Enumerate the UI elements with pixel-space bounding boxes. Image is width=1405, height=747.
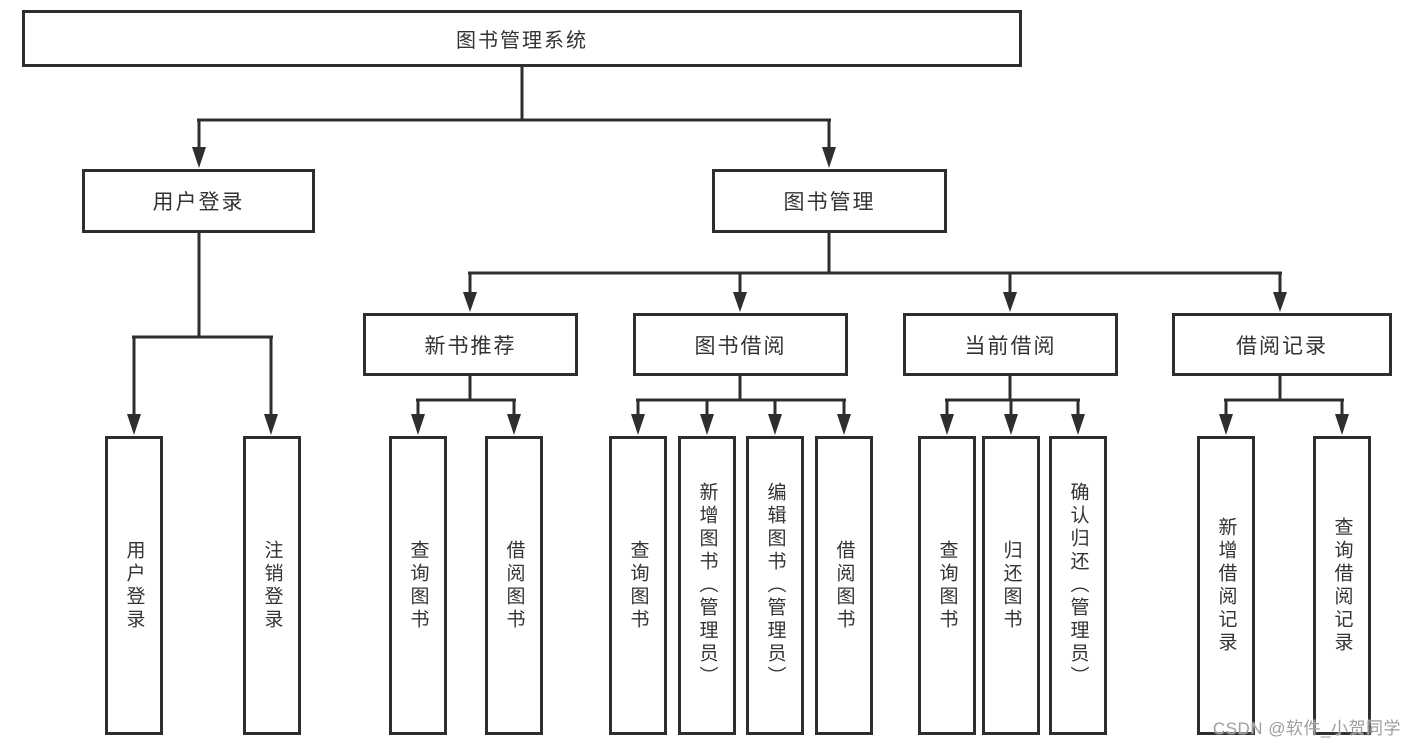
leaf-query-book-recommend: 查询图书 bbox=[389, 436, 447, 735]
leaf-confirm-return-admin: 确认归还（管理员） bbox=[1049, 436, 1107, 735]
csdn-watermark: CSDN @软件_小贺同学 bbox=[1212, 719, 1401, 738]
leaf-edit-book-admin: 编辑图书（管理员） bbox=[746, 436, 804, 735]
leaf-borrow-book-recommend: 借阅图书 bbox=[485, 436, 543, 735]
leaf-add-borrow-record: 新增借阅记录 bbox=[1197, 436, 1255, 735]
leaf-borrow-book-borrowing: 借阅图书 bbox=[815, 436, 873, 735]
leaf-add-book-admin: 新增图书（管理员） bbox=[678, 436, 736, 735]
node-borrow-records: 借阅记录 bbox=[1172, 313, 1392, 376]
node-library-management-system: 图书管理系统 bbox=[22, 10, 1022, 67]
leaf-query-borrow-record: 查询借阅记录 bbox=[1313, 436, 1371, 735]
node-current-borrowing: 当前借阅 bbox=[903, 313, 1118, 376]
leaf-query-book-current: 查询图书 bbox=[918, 436, 976, 735]
leaf-logout: 注销登录 bbox=[243, 436, 301, 735]
node-user-login: 用户登录 bbox=[82, 169, 315, 233]
leaf-user-login: 用户登录 bbox=[105, 436, 163, 735]
leaf-return-book: 归还图书 bbox=[982, 436, 1040, 735]
leaf-query-book-borrowing: 查询图书 bbox=[609, 436, 667, 735]
node-new-book-recommend: 新书推荐 bbox=[363, 313, 578, 376]
node-book-borrowing: 图书借阅 bbox=[633, 313, 848, 376]
node-book-management: 图书管理 bbox=[712, 169, 947, 233]
